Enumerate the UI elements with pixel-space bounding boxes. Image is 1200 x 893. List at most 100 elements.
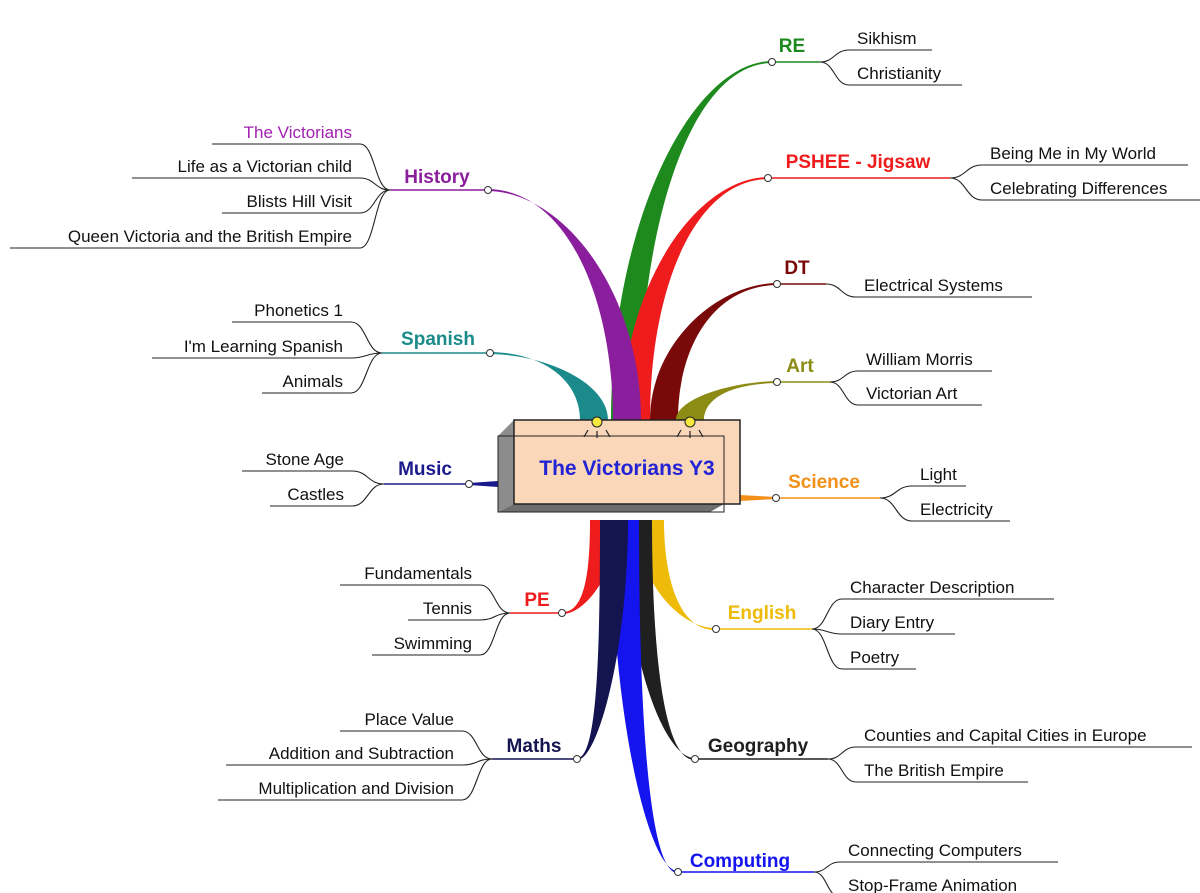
music-node-handle[interactable] — [465, 480, 473, 488]
central-box-bottom-shadow — [498, 504, 724, 512]
computing-node-handle[interactable] — [674, 868, 682, 876]
subtopic-connector — [829, 370, 859, 383]
art-subtopic[interactable]: William Morris — [829, 350, 992, 383]
maths-subtopic[interactable]: Multiplication and Division — [218, 758, 493, 801]
maths-subtopic[interactable]: Place Value — [340, 710, 493, 760]
lightbulb-icon — [583, 416, 611, 438]
spanish-subtopic[interactable]: I'm Learning Spanish — [152, 337, 383, 359]
computing-subtopic-label: Connecting Computers — [848, 841, 1022, 860]
branch-pshee[interactable]: PSHEE - Jigsaw Being Me in My WorldCelebr… — [764, 144, 1200, 201]
science-node-handle[interactable] — [772, 494, 780, 502]
spanish-subtopic-label: Animals — [283, 372, 343, 391]
english-subtopic[interactable]: Diary Entry — [811, 613, 955, 635]
pe-subtopic[interactable]: Fundamentals — [340, 564, 511, 614]
subtopic-connector — [350, 321, 383, 354]
re-node-handle[interactable] — [768, 58, 776, 66]
lightbulb-icon — [676, 416, 704, 438]
maths-subtopic[interactable]: Addition and Subtraction — [226, 744, 493, 766]
computing-subtopic-label: Stop-Frame Animation — [848, 876, 1017, 893]
subtopic-connector — [813, 871, 834, 893]
science-subtopic[interactable]: Light — [879, 465, 966, 499]
spanish-subtopic-label: I'm Learning Spanish — [184, 337, 343, 356]
science-subtopic-label: Electricity — [920, 500, 993, 519]
maths-node-handle[interactable] — [573, 755, 581, 763]
english-subtopic[interactable]: Character Description — [811, 578, 1054, 630]
pe-subtopic[interactable]: Tennis — [408, 599, 511, 621]
history-subtopic[interactable]: Life as a Victorian child — [132, 157, 391, 191]
pshee-subtopic[interactable]: Being Me in My World — [949, 144, 1188, 179]
subtopic-connector — [461, 758, 493, 801]
science-label: Science — [788, 472, 860, 493]
history-subtopic-label: Blists Hill Visit — [247, 192, 353, 211]
english-subtopic[interactable]: Poetry — [811, 628, 916, 670]
subtopic-connector — [359, 189, 391, 249]
geography-node-handle[interactable] — [691, 755, 699, 763]
subtopic-connector — [827, 758, 857, 783]
subtopic-connector — [351, 470, 385, 485]
central-topic[interactable]: The Victorians Y3 — [497, 416, 741, 513]
science-subtopic[interactable]: Electricity — [879, 497, 1010, 522]
spanish-trunk — [490, 352, 608, 420]
art-subtopic[interactable]: Victorian Art — [829, 381, 982, 406]
history-subtopic[interactable]: Blists Hill Visit — [222, 189, 391, 214]
music-trunk — [469, 481, 498, 487]
art-node-handle[interactable] — [773, 378, 781, 386]
spanish-subtopic[interactable]: Phonetics 1 — [232, 301, 383, 354]
music-subtopic[interactable]: Stone Age — [242, 450, 385, 485]
dt-subtopic[interactable]: Electrical Systems — [825, 276, 1032, 298]
maths-subtopic-label: Multiplication and Division — [258, 779, 454, 798]
maths-trunk — [577, 520, 628, 761]
subtopic-connector — [359, 143, 391, 191]
subtopic-connector — [827, 746, 857, 760]
re-subtopic[interactable]: Christianity — [819, 61, 962, 86]
pshee-subtopic[interactable]: Celebrating Differences — [949, 177, 1200, 201]
spanish-subtopic[interactable]: Animals — [262, 352, 383, 394]
central-box-back-outline — [497, 435, 725, 513]
dt-trunk — [650, 283, 777, 420]
science-trunk — [740, 495, 776, 501]
branch-spanish[interactable]: Spanish Phonetics 1I'm Learning SpanishAn… — [152, 301, 494, 394]
music-subtopic-label: Stone Age — [266, 450, 344, 469]
geography-subtopic[interactable]: Counties and Capital Cities in Europe — [827, 726, 1192, 760]
pe-subtopic[interactable]: Swimming — [372, 612, 511, 656]
geography-subtopic[interactable]: The British Empire — [827, 758, 1028, 783]
pshee-node-handle[interactable] — [764, 174, 772, 182]
pe-node-handle[interactable] — [558, 609, 566, 617]
spanish-node-handle[interactable] — [486, 349, 494, 357]
central-box-side-shadow — [498, 420, 514, 512]
english-subtopic-label: Diary Entry — [850, 613, 935, 632]
history-subtopic[interactable]: The Victorians — [212, 123, 391, 191]
history-subtopic[interactable]: Queen Victoria and the British Empire — [10, 189, 391, 249]
computing-subtopic[interactable]: Stop-Frame Animation — [813, 871, 1055, 893]
subtopic-connector — [359, 189, 391, 214]
subtopic-connector — [811, 598, 843, 630]
dt-node-handle[interactable] — [773, 280, 781, 288]
computing-trunk — [611, 520, 678, 874]
pshee-label: PSHEE - Jigsaw — [786, 152, 931, 173]
music-subtopic[interactable]: Castles — [270, 483, 385, 507]
branch-trunks — [469, 61, 777, 874]
subtopic-connector — [813, 861, 841, 873]
geography-trunk — [624, 520, 695, 761]
re-subtopic-label: Sikhism — [857, 29, 917, 48]
computing-subtopic[interactable]: Connecting Computers — [813, 841, 1058, 873]
english-node-handle[interactable] — [712, 625, 720, 633]
history-node-handle[interactable] — [484, 186, 492, 194]
re-subtopic-label: Christianity — [857, 64, 942, 83]
re-subtopic[interactable]: Sikhism — [819, 29, 932, 63]
subtopic-connector — [819, 61, 850, 86]
spanish-label: Spanish — [401, 329, 475, 350]
